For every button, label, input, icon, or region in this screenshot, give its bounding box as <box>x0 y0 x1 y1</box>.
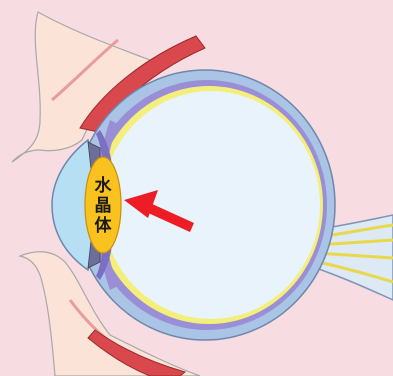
lens-label-char-2: 晶 <box>95 196 112 216</box>
lens-label-char-3: 体 <box>95 215 113 236</box>
lens-label-char-1: 水 <box>95 175 113 196</box>
